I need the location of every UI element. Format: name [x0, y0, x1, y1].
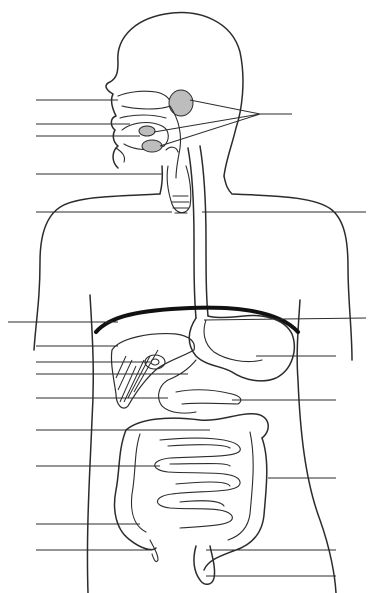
appendix: [150, 540, 158, 562]
parotid-gland: [169, 90, 193, 116]
sublingual-gland: [139, 126, 155, 136]
palate: [120, 115, 166, 118]
leader-lines-left: [8, 100, 210, 550]
liver: [111, 334, 194, 408]
rectum: [194, 546, 215, 584]
lower-right-body: [297, 300, 336, 593]
trachea-rings: [172, 196, 189, 213]
epiglottis: [166, 147, 178, 152]
stomach-inner: [204, 320, 262, 362]
lip-lower: [116, 148, 125, 162]
lower-left-body: [87, 295, 93, 593]
transverse-colon: [126, 414, 268, 438]
esophagus-left-wall: [188, 148, 196, 318]
small-intestine-inner: [168, 445, 230, 506]
gallbladder-inner: [151, 359, 159, 365]
submandibular-gland: [142, 140, 162, 152]
small-intestine: [155, 438, 241, 528]
colon-inner-left: [132, 434, 146, 532]
esophagus-right-wall: [200, 146, 208, 316]
torso-right: [224, 176, 352, 360]
pancreas: [176, 390, 241, 404]
ascending-colon: [115, 430, 156, 550]
leader-lines-right: [154, 100, 366, 576]
neck-left: [160, 166, 162, 194]
torso-left: [34, 194, 160, 350]
diaphragm: [96, 308, 298, 332]
liver-hatching: [116, 350, 158, 402]
duodenum: [159, 360, 196, 413]
larynx: [167, 166, 191, 213]
nasal-cavity: [118, 91, 170, 109]
